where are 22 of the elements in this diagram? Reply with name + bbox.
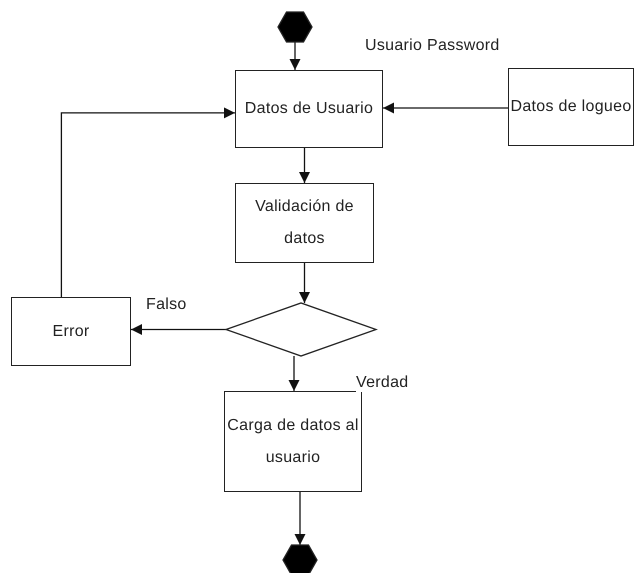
arrow — [383, 102, 508, 114]
process-box — [508, 68, 634, 146]
node-text: Datos de Usuario — [244, 99, 374, 119]
edge-label: Verdad — [356, 374, 409, 392]
node-text: Carga de datos al usuario — [226, 416, 360, 468]
process-box — [224, 391, 362, 492]
arrow — [299, 148, 310, 183]
arrow — [60, 107, 235, 297]
arrow — [299, 263, 310, 303]
terminal-hexagon — [278, 12, 312, 42]
process-box — [11, 297, 131, 366]
decision-diamond — [226, 303, 376, 356]
arrow — [290, 42, 300, 70]
node-text: Datos de logueo — [510, 97, 632, 117]
arrow — [131, 324, 226, 335]
terminal-hexagon — [283, 545, 317, 573]
node-text: Validación de datos — [254, 197, 355, 249]
arrow — [294, 492, 306, 545]
process-box — [235, 70, 383, 148]
process-box — [235, 183, 374, 263]
node-text: Error — [52, 322, 90, 342]
arrow — [288, 356, 300, 391]
